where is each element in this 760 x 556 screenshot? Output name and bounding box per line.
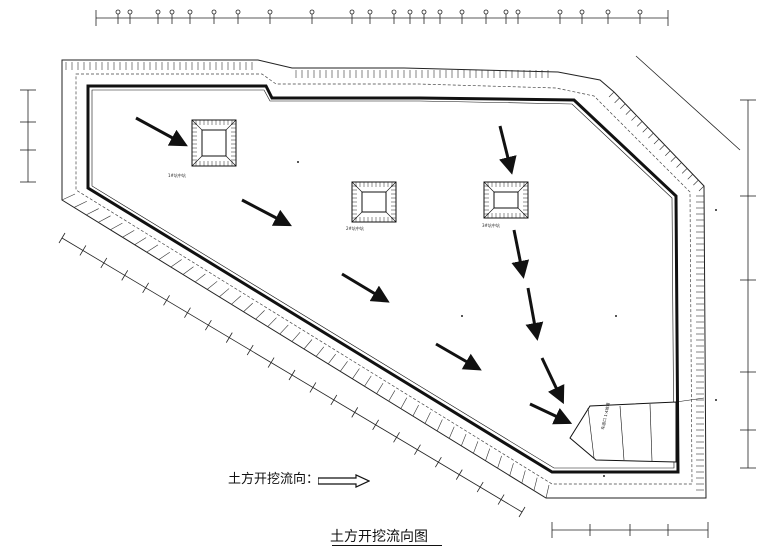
pit-1-label: 1#坑中坑 bbox=[168, 172, 186, 178]
ramp bbox=[569, 397, 705, 463]
left-dimension-line bbox=[20, 89, 36, 183]
pit-2-label: 2#坑中坑 bbox=[346, 225, 364, 231]
flow-arrow-5 bbox=[529, 402, 573, 425]
pit-3-label: 3#坑中坑 bbox=[482, 222, 500, 228]
flow-arrow-1 bbox=[135, 116, 188, 147]
pit-bottom-boundary bbox=[86, 84, 680, 474]
ramp-label: 车道口 1:4坡道 bbox=[599, 402, 611, 430]
slope-hatching bbox=[61, 62, 705, 499]
bottom-dimension-line bbox=[551, 522, 709, 538]
berm-line bbox=[75, 73, 693, 485]
pit-in-pit-1 bbox=[191, 119, 237, 167]
flow-arrows bbox=[135, 116, 573, 425]
elevation-marks bbox=[297, 161, 717, 477]
flow-arrow-4 bbox=[435, 342, 482, 371]
right-dimension-line bbox=[740, 99, 756, 469]
flow-arrow-6 bbox=[498, 125, 517, 175]
upper-right-axis-line bbox=[635, 55, 741, 151]
flow-arrow-9 bbox=[540, 357, 565, 405]
pit-in-pit-3 bbox=[483, 181, 529, 219]
pit-in-pit-2 bbox=[351, 181, 397, 223]
flow-arrow-7 bbox=[511, 229, 530, 279]
flow-arrow-8 bbox=[525, 287, 544, 341]
legend-arrow-icon bbox=[318, 474, 370, 488]
drawing-caption: 土方开挖流向图 bbox=[330, 529, 428, 545]
caption-underline bbox=[332, 545, 442, 546]
outer-slope-boundary bbox=[61, 59, 707, 499]
flow-arrow-2 bbox=[241, 198, 292, 227]
top-dimension-line bbox=[95, 9, 669, 26]
legend-label: 土方开挖流向： bbox=[228, 472, 320, 487]
pit-bottom-inner bbox=[91, 89, 675, 469]
flow-arrow-3 bbox=[341, 272, 390, 303]
lower-left-axis-line bbox=[58, 232, 526, 518]
